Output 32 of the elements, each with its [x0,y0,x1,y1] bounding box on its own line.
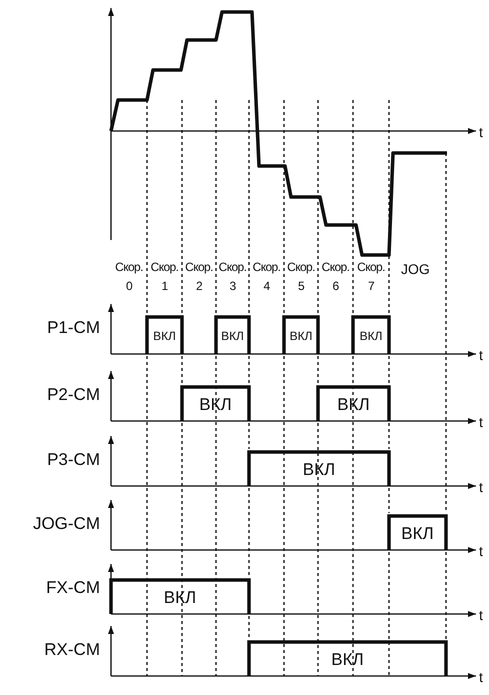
state-label: ВКЛ [152,330,177,342]
signal-name: RX-CM [44,641,100,658]
speed-step-label: Скор. 6 [320,259,350,295]
signal-name: P2-CM [47,386,100,403]
state-label: ВКЛ [330,651,365,668]
signal-name: JOG-CM [32,515,100,532]
signal-name: P1-CM [47,319,100,336]
axis-label: t [479,544,483,558]
speed-step-label: JOG [401,262,430,276]
axis-label: t [479,670,483,684]
state-label: ВКЛ [302,461,336,478]
signal-name: FX-CM [46,579,100,596]
state-label: ВКЛ [358,330,384,342]
speed-step-label: Скор. 2 [184,259,214,295]
state-label: ВКЛ [162,589,198,606]
speed-step-label: Скор. 0 [114,259,144,295]
speed-step-label: Скор. 1 [150,259,180,295]
axis-label: t [479,608,483,622]
state-label: ВКЛ [336,396,371,414]
state-label: ВКЛ [400,525,435,542]
axis-label: t [479,125,483,139]
signal-name: P3-CM [47,451,100,468]
axis-label: t [479,480,483,494]
state-label: ВКЛ [198,396,233,414]
state-label: ВКЛ [288,330,314,342]
speed-step-label: Скор. 7 [356,259,386,295]
speed-step-label: Скор. 4 [252,259,282,295]
axis-label: t [479,415,483,429]
axis-label: t [479,348,483,362]
speed-step-label: Скор. 3 [218,259,248,295]
speed-step-label: Скор. 5 [286,259,316,295]
state-label: ВКЛ [220,330,245,342]
